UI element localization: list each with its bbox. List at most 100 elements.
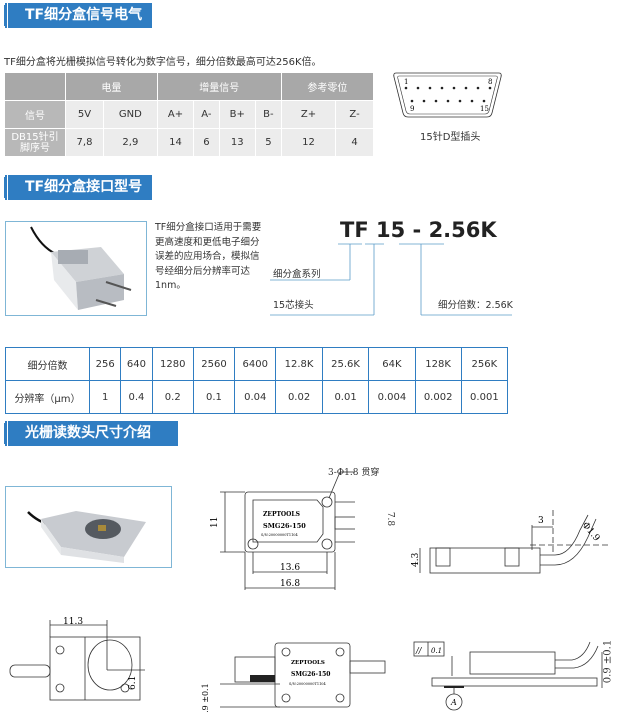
dim-3: 3 (538, 516, 544, 526)
description-line: TF细分盒接口适用于需要 (155, 222, 262, 233)
table-corner (4, 72, 66, 101)
pin-label: DB15针引脚序号 (4, 128, 66, 157)
pin-cell: 14 (156, 128, 195, 157)
group-power: 电量 (65, 72, 158, 101)
pin-cell: 12 (280, 128, 337, 157)
resolution-cell: 0.04 (234, 380, 277, 414)
resolution-cell: 0.002 (414, 380, 462, 414)
pin-cell: 5 (255, 128, 282, 157)
mounted-sn: S/N:20000000T1104 (289, 682, 327, 686)
drawing-model: SMG26-150 (263, 522, 306, 530)
dim-11-3: 11.3 (63, 617, 83, 627)
readhead-image (27, 511, 146, 563)
subdivision-cell: 2560 (192, 347, 236, 381)
dim-16-8: 16.8 (280, 579, 300, 589)
intro-text: TF细分盒将光栅模拟信号转化为数字信号，细分倍数最高可达256K倍。 (4, 57, 322, 68)
dim-11: 11 (210, 517, 220, 528)
model-code: TF 15 - 2.56K (340, 218, 497, 242)
resolution-table: 细分倍数 256 640 1280 2560 6400 12.8K 25.6K … (5, 347, 509, 414)
signal-cell: A- (193, 100, 220, 129)
pin-cell: 7,8 (65, 128, 104, 157)
label-subdivision: 细分倍数：2.56K (438, 300, 513, 311)
subdivision-cell: 12.8K (275, 347, 323, 381)
mounted-brand: ZEPTOOLS (291, 660, 325, 666)
group-incremental: 增量信号 (156, 72, 282, 101)
model-part-subdivision: 2.56K (428, 218, 497, 242)
section-title-readhead-dimensions: 光栅读数头尺寸介绍 (5, 421, 178, 446)
readhead-mounted-side-drawing: // 0.1 A (413, 641, 603, 711)
pin-cell: 2,9 (102, 128, 158, 157)
label-connector: 15芯接头 (273, 300, 314, 311)
subdivision-cell: 256K (460, 347, 509, 381)
model-leader-lines (270, 243, 512, 316)
dim-7-8: 7.8 (385, 511, 396, 527)
pin-8-label: 8 (488, 78, 492, 86)
description-line: 号经细分后分辨率可达 (155, 265, 251, 277)
datum-a: A (450, 698, 457, 707)
signal-cell: B- (255, 100, 282, 129)
model-dash: - (412, 218, 422, 242)
dim-6-1: 6.1 (128, 676, 138, 690)
row-label-resolution: 分辨率（μm） (5, 380, 90, 414)
dim-13-6: 13.6 (280, 563, 300, 573)
dim-4-3: 4.3 (411, 552, 421, 567)
pin-9-label: 9 (410, 105, 414, 113)
dim-holes: 3-Φ1.8 贯穿 (328, 468, 380, 478)
signal-pin-table: 电量 增量信号 参考零位 信号 5V GND A+ A- B+ B- Z+ Z-… (4, 72, 375, 157)
signal-cell: Z+ (280, 100, 337, 129)
readhead-top-view-drawing: ZEPTOOLS SMG26-150 S/N:20000000T1104 11 … (210, 471, 355, 590)
pin-1-label: 1 (404, 78, 408, 86)
subdivision-cell: 25.6K (321, 347, 370, 381)
connector-caption: 15针D型插头 (420, 132, 481, 143)
subdivision-cell: 256 (88, 347, 122, 381)
signal-cell: GND (102, 100, 158, 129)
subdivision-cell: 6400 (234, 347, 277, 381)
resolution-cell: 0.02 (275, 380, 323, 414)
resolution-cell: 0.4 (120, 380, 153, 414)
model-part-connector: 15 (375, 218, 406, 242)
mounted-model: SMG26-150 (291, 671, 330, 678)
drawing-sn: S/N:20000000T1104 (261, 533, 299, 537)
signal-cell: A+ (156, 100, 195, 129)
subdivision-cell: 640 (120, 347, 153, 381)
pin-15-label: 15 (480, 105, 489, 113)
subdivision-cell: 1280 (151, 347, 194, 381)
description-line: 1nm。 (155, 280, 186, 291)
label-series: 细分盒系列 (273, 269, 321, 280)
section-title-model: TF细分盒接口型号介绍 (5, 175, 152, 220)
dim-3-9: 3.9 ±0.1 (201, 683, 210, 712)
readhead-side-view-drawing: 3 Φ1.9 4.3 (411, 510, 610, 574)
resolution-cell: 0.01 (321, 380, 370, 414)
subdivision-cell: 64K (368, 347, 416, 381)
readhead-mounted-top-drawing: ZEPTOOLS SMG26-150 S/N:20000000T1104 3.9… (201, 642, 386, 712)
model-part-series: TF (340, 218, 369, 242)
description-line: 更高速度和更低电子细分 (155, 236, 260, 248)
resolution-cell: 0.1 (192, 380, 236, 414)
drawing-brand: ZEPTOOLS (263, 511, 300, 518)
parallelism-symbol: // (415, 646, 423, 655)
description-line: 误差的应用场合，模拟信 (155, 251, 260, 262)
row-label-subdivision: 细分倍数 (5, 347, 90, 381)
signal-cell: Z- (335, 100, 374, 129)
dim-phi-1-9: Φ1.9 (580, 521, 602, 544)
group-reference: 参考零位 (280, 72, 375, 101)
pin-cell: 6 (193, 128, 220, 157)
pin-cell: 4 (335, 128, 374, 157)
pin-label-line1: DB15针引 (11, 131, 59, 143)
resolution-cell: 0.2 (151, 380, 194, 414)
resolution-cell: 0.004 (368, 380, 416, 414)
pin-cell: 13 (218, 128, 257, 157)
parallelism-value: 0.1 (431, 647, 442, 655)
signal-label: 信号 (4, 100, 66, 129)
readhead-bottom-view-drawing: 11.3 6.1 (9, 617, 145, 701)
resolution-cell: 1 (88, 380, 122, 414)
subdivision-box-image (30, 226, 132, 310)
dim-0-9: 0.9 ±0.1 (602, 639, 614, 684)
subdivision-box-photo (5, 221, 147, 316)
pin-label-line2: 脚序号 (20, 142, 50, 154)
signal-cell: 5V (65, 100, 104, 129)
readhead-photo (5, 486, 172, 568)
section-title-signal-interface: TF细分盒信号电气接口 (5, 3, 152, 48)
signal-cell: B+ (218, 100, 257, 129)
db15-connector-diagram: 1 8 9 15 (393, 72, 502, 118)
